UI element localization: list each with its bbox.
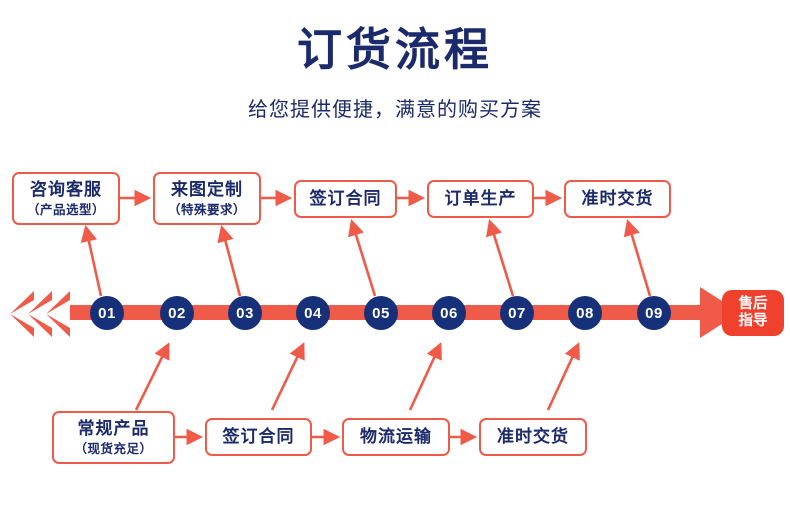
bottom-step-box-2[interactable]: 签订合同 — [205, 418, 312, 456]
bottom-step-2-line1: 签订合同 — [222, 427, 295, 447]
top-step-box-3[interactable]: 签订合同 — [294, 180, 397, 218]
top-step-2-line1: 来图定制 — [171, 180, 243, 200]
top-step-5-line1: 准时交货 — [581, 189, 654, 209]
flow-node-01[interactable]: 01 — [90, 296, 124, 330]
page-title: 订货流程 — [296, 24, 493, 75]
top-step-3-line1: 签订合同 — [309, 189, 382, 209]
end-cap-line2: 指导 — [738, 313, 768, 329]
bottom-step-4-line1: 准时交货 — [497, 427, 569, 447]
top-step-1-line1: 咨询客服 — [30, 180, 102, 200]
top-step-2-line2: （特殊要求） — [167, 202, 246, 217]
flow-node-09[interactable]: 09 — [637, 296, 671, 330]
flow-node-07[interactable]: 07 — [500, 296, 534, 330]
flow-node-04[interactable]: 04 — [296, 296, 330, 330]
bottom-step-3-line1: 物流运输 — [360, 427, 432, 447]
flow-node-02[interactable]: 02 — [160, 296, 194, 330]
flow-node-03[interactable]: 03 — [228, 296, 262, 330]
top-step-box-5[interactable]: 准时交货 — [564, 180, 671, 218]
bottom-step-1-line2: （现货充足） — [74, 441, 153, 456]
top-step-4-line1: 订单生产 — [444, 189, 517, 209]
flow-node-08[interactable]: 08 — [568, 296, 602, 330]
bottom-step-box-3[interactable]: 物流运输 — [342, 418, 450, 456]
bottom-step-1-line1: 常规产品 — [77, 419, 150, 439]
end-cap-line1: 售后 — [738, 295, 768, 312]
bottom-step-box-4[interactable]: 准时交货 — [479, 418, 587, 456]
top-step-box-4[interactable]: 订单生产 — [427, 180, 534, 218]
top-step-box-2[interactable]: 来图定制 （特殊要求） — [153, 172, 261, 225]
page-subtitle: 给您提供便捷，满意的购买方案 — [248, 99, 542, 121]
end-cap-after-sales[interactable]: 售后 指导 — [722, 290, 784, 336]
flow-node-05[interactable]: 05 — [364, 296, 398, 330]
top-step-box-1[interactable]: 咨询客服 （产品选型） — [12, 172, 120, 225]
bottom-step-box-1[interactable]: 常规产品 （现货充足） — [52, 411, 175, 464]
top-step-1-line2: （产品选型） — [26, 202, 105, 217]
flow-node-06[interactable]: 06 — [432, 296, 466, 330]
